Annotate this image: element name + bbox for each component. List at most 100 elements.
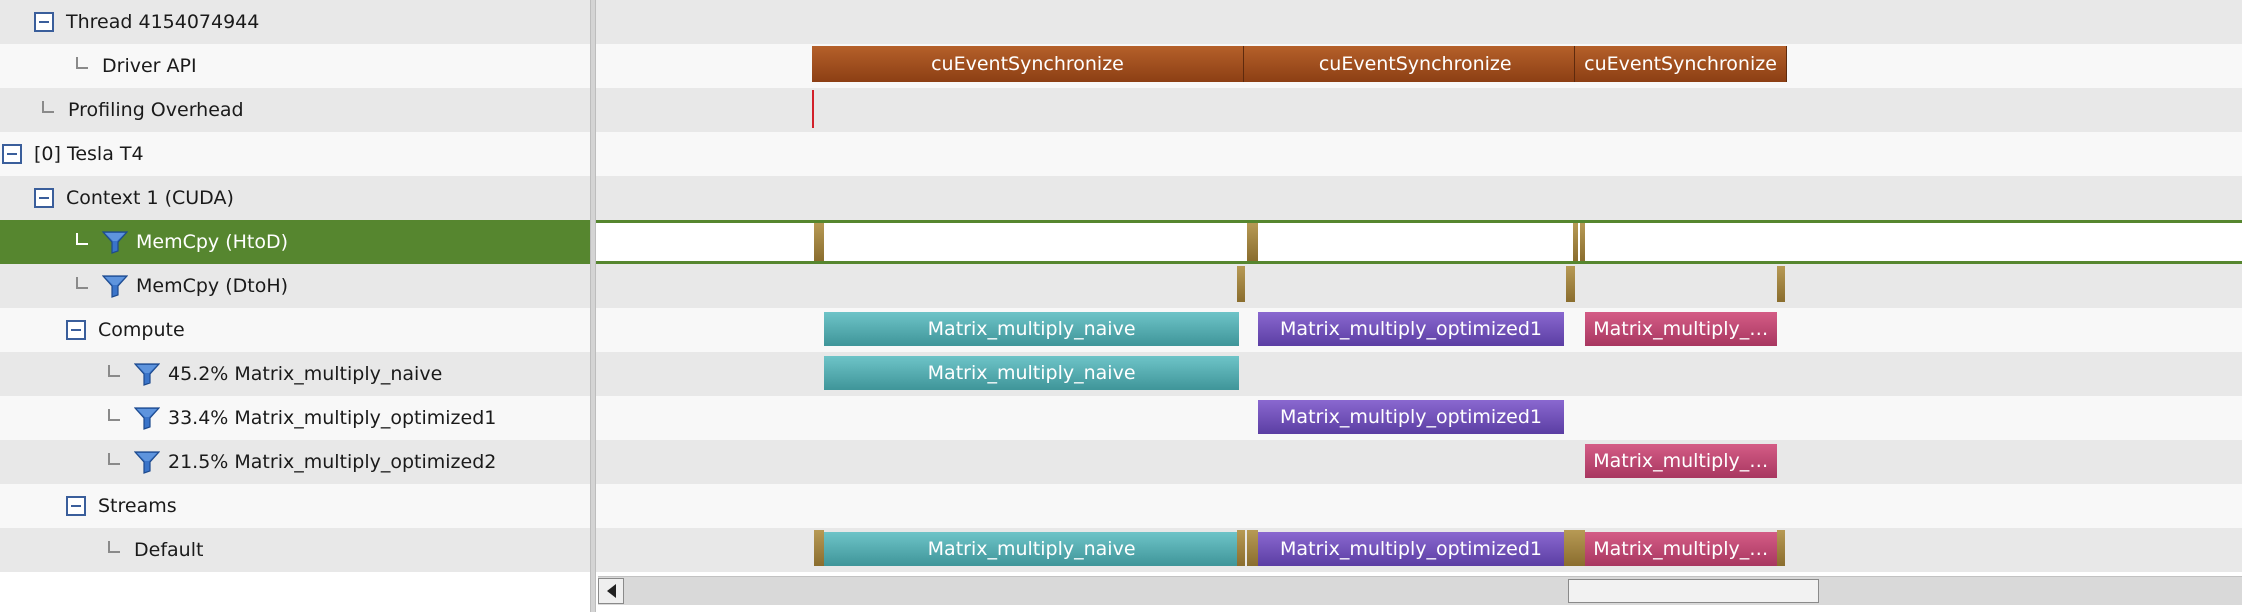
memcpy-activity-bar[interactable] bbox=[1776, 530, 1786, 566]
collapse-toggle-icon[interactable] bbox=[2, 144, 22, 164]
tree-row-label: 45.2% Matrix_multiply_naive bbox=[168, 363, 443, 385]
scroll-left-button[interactable] bbox=[598, 578, 624, 604]
tree-row-33-4-matrix-multiply-optimized1[interactable]: 33.4% Matrix_multiply_optimized1 bbox=[0, 396, 592, 440]
tree-row-content: MemCpy (DtoH) bbox=[76, 264, 288, 308]
tree-row-label: [0] Tesla T4 bbox=[34, 143, 144, 165]
naive-activity-bar[interactable]: Matrix_multiply_naive bbox=[824, 532, 1239, 566]
tree-row-memcpy-dtoh[interactable]: MemCpy (DtoH) bbox=[0, 264, 592, 308]
timeline-row bbox=[596, 220, 2242, 264]
collapse-toggle-icon[interactable] bbox=[66, 320, 86, 340]
memcpy-activity-bar[interactable] bbox=[814, 223, 825, 261]
tree-row-label: Default bbox=[134, 539, 204, 561]
memcpy-activity-bar[interactable] bbox=[1580, 223, 1586, 261]
tree-row-label: Compute bbox=[98, 319, 185, 341]
tree-row-profiling-overhead[interactable]: Profiling Overhead bbox=[0, 88, 592, 132]
tree-row-content: Profiling Overhead bbox=[42, 88, 244, 132]
timeline-row bbox=[596, 264, 2242, 308]
memcpy-activity-bar[interactable] bbox=[1236, 530, 1245, 566]
tree-row-label: MemCpy (HtoD) bbox=[136, 231, 289, 253]
api-activity-bar[interactable]: cuEventSynchronize bbox=[812, 46, 1244, 82]
tree-connector-icon bbox=[76, 277, 88, 289]
memcpy-activity-bar[interactable] bbox=[814, 530, 825, 566]
tree-row-context-1-cuda[interactable]: Context 1 (CUDA) bbox=[0, 176, 592, 220]
tree-row-label: MemCpy (DtoH) bbox=[136, 275, 289, 297]
filter-icon bbox=[134, 407, 160, 430]
panel-splitter[interactable] bbox=[590, 0, 596, 612]
optimized2-activity-bar[interactable]: Matrix_multiply_optimiz... bbox=[1585, 444, 1777, 478]
tree-row-streams[interactable]: Streams bbox=[0, 484, 592, 528]
optimized2-activity-bar[interactable]: Matrix_multiply_optimiz... bbox=[1585, 312, 1777, 346]
tree-row-content: MemCpy (HtoD) bbox=[76, 220, 288, 264]
memcpy-activity-bar[interactable] bbox=[1578, 530, 1586, 566]
optimized2-activity-bar[interactable]: Matrix_multiply_optimiz... bbox=[1585, 532, 1777, 566]
tree-row-21-5-matrix-multiply-optimized2[interactable]: 21.5% Matrix_multiply_optimized2 bbox=[0, 440, 592, 484]
tree-row-label: Thread 4154074944 bbox=[66, 11, 260, 33]
tree-row-driver-api[interactable]: Driver API bbox=[0, 44, 592, 88]
tree-row-label: Profiling Overhead bbox=[68, 99, 244, 121]
memcpy-activity-bar[interactable] bbox=[1246, 530, 1259, 566]
collapse-toggle-icon[interactable] bbox=[34, 188, 54, 208]
tree-row-label: Streams bbox=[98, 495, 177, 517]
memcpy-activity-bar[interactable] bbox=[1236, 266, 1245, 302]
filter-icon bbox=[102, 231, 128, 254]
optimized1-activity-bar[interactable]: Matrix_multiply_optimized1 bbox=[1258, 532, 1564, 566]
tree-panel-footer bbox=[0, 572, 590, 612]
optimized1-activity-bar[interactable]: Matrix_multiply_optimized1 bbox=[1258, 312, 1564, 346]
timeline-row: Matrix_multiply_naive Matrix_multiply_opt… bbox=[596, 308, 2242, 352]
memcpy-activity-bar[interactable] bbox=[1565, 266, 1576, 302]
filter-icon bbox=[134, 451, 160, 474]
collapse-toggle-icon[interactable] bbox=[34, 12, 54, 32]
overhead-activity-bar[interactable] bbox=[812, 90, 814, 128]
tree-row-memcpy-htod[interactable]: MemCpy (HtoD) bbox=[0, 220, 592, 264]
tree-row-content: Context 1 (CUDA) bbox=[34, 176, 234, 220]
tree-connector-icon bbox=[108, 409, 120, 421]
tree-row-label: Driver API bbox=[102, 55, 197, 77]
tree-connector-icon bbox=[76, 57, 88, 69]
scroll-thumb[interactable] bbox=[1567, 579, 1820, 603]
tree-row-content: 33.4% Matrix_multiply_optimized1 bbox=[108, 396, 496, 440]
tree-connector-icon bbox=[108, 453, 120, 465]
tree-row-content: 21.5% Matrix_multiply_optimized2 bbox=[108, 440, 496, 484]
timeline-row bbox=[596, 176, 2242, 220]
api-activity-bar[interactable]: cuEventSynchronize bbox=[1575, 46, 1787, 82]
tree-row-compute[interactable]: Compute bbox=[0, 308, 592, 352]
timeline-row bbox=[596, 132, 2242, 176]
memcpy-activity-bar[interactable] bbox=[1246, 223, 1259, 261]
timeline-row bbox=[596, 484, 2242, 528]
naive-activity-bar[interactable]: Matrix_multiply_naive bbox=[824, 356, 1239, 390]
tree-connector-icon bbox=[42, 101, 54, 113]
memcpy-activity-bar[interactable] bbox=[1776, 266, 1786, 302]
timeline-row: Matrix_multiply_naive bbox=[596, 352, 2242, 396]
tree-row-label: Context 1 (CUDA) bbox=[66, 187, 234, 209]
tree-row-default[interactable]: Default bbox=[0, 528, 592, 572]
tree-row-content: Streams bbox=[66, 484, 177, 528]
tree-row-label: 33.4% Matrix_multiply_optimized1 bbox=[168, 407, 497, 429]
tree-row-content: Compute bbox=[66, 308, 185, 352]
optimized1-activity-bar[interactable]: Matrix_multiply_optimized1 bbox=[1258, 400, 1564, 434]
api-activity-bar[interactable]: cuEventSynchronize bbox=[1256, 46, 1576, 82]
tree-row-content: 45.2% Matrix_multiply_naive bbox=[108, 352, 442, 396]
tree-connector-icon bbox=[108, 541, 120, 553]
tree-row-content: Driver API bbox=[76, 44, 197, 88]
tree-connector-icon bbox=[76, 233, 88, 245]
timeline-row: Matrix_multiply_optimized1 bbox=[596, 396, 2242, 440]
tree-row-thread-4154074944[interactable]: Thread 4154074944 bbox=[0, 0, 592, 44]
horizontal-scrollbar[interactable] bbox=[598, 576, 2242, 605]
timeline-row: Matrix_multiply_optimiz... bbox=[596, 440, 2242, 484]
timeline-row bbox=[596, 88, 2242, 132]
tree-connector-icon bbox=[108, 365, 120, 377]
memcpy-activity-bar[interactable] bbox=[1563, 530, 1579, 566]
tree-row-45-2-matrix-multiply-naive[interactable]: 45.2% Matrix_multiply_naive bbox=[0, 352, 592, 396]
tree-row-0-tesla-t4[interactable]: [0] Tesla T4 bbox=[0, 132, 592, 176]
tree-row-content: Default bbox=[108, 528, 203, 572]
collapse-toggle-icon[interactable] bbox=[66, 496, 86, 516]
tree-row-content: Thread 4154074944 bbox=[34, 0, 259, 44]
naive-activity-bar[interactable]: Matrix_multiply_naive bbox=[824, 312, 1239, 346]
memcpy-activity-bar[interactable] bbox=[1573, 223, 1579, 261]
filter-icon bbox=[102, 275, 128, 298]
timeline-row: Matrix_multiply_naive Matrix_multiply_opt… bbox=[596, 528, 2242, 572]
timeline-row bbox=[596, 0, 2242, 44]
